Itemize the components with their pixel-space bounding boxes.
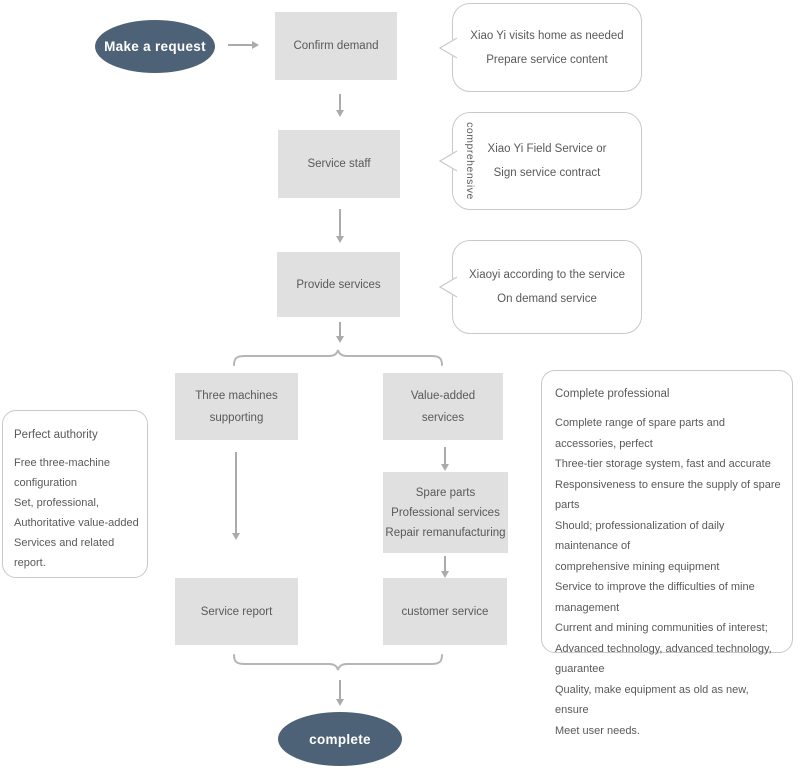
note-title: Complete professional [555,388,670,400]
process-box-three-machines: Three machines supporting [175,373,298,440]
arrow-down-icon [339,209,341,236]
arrow-down-icon [235,452,237,533]
callout-line: Sign service contract [493,167,601,179]
process-box-line: Value-added [410,389,476,402]
process-box-line: services [421,411,465,424]
process-box-line: Repair remanufacturing [385,526,506,539]
end-terminal-label: complete [309,731,371,747]
merge-brace-icon [233,654,443,671]
note-line: comprehensive mining equipment [555,560,720,573]
arrow-down-icon [339,322,341,336]
note-line: Advanced technology, advanced technology… [555,642,772,676]
process-box-line: supporting [209,411,264,424]
note-line: Current and mining communities of intere… [555,622,768,634]
process-box-line: Three machines [195,389,278,402]
process-box-service-report: Service report [175,578,298,645]
note-line: Free three-machine configuration [14,457,110,489]
note-line: Service to improve the difficulties of m… [555,581,755,614]
note-complete-professional: Complete professional Complete range of … [541,370,793,737]
process-box-line: Spare parts [415,486,476,499]
arrow-down-icon [339,680,341,699]
callout-confirm-demand: Xiao Yi visits home as needed Prepare se… [438,3,642,92]
note-line: Set, professional, [14,497,99,509]
arrow-down-icon [444,447,446,464]
note-line: Three-tier storage system, fast and accu… [555,458,771,470]
process-box-label: Service report [200,605,273,618]
note-line: Quality, make equipment as old as new, e… [555,683,749,717]
note-body: Free three-machine configuration Set, pr… [14,453,139,573]
split-brace-icon [233,349,443,366]
note-perfect-authority: Perfect authority Free three-machine con… [2,410,148,578]
callout-pointer-icon [438,150,458,172]
arrow-right-icon [228,44,252,46]
callout-line: Xiao Yi Field Service or [487,143,607,155]
callout-line: Xiao Yi visits home as needed [470,29,624,42]
process-box-provide-services: Provide services [277,252,400,317]
note-body: Complete range of spare parts and access… [555,413,782,741]
end-terminal: complete [278,712,402,766]
callout-service-staff: comprehensive Xiao Yi Field Service or S… [438,112,642,210]
process-box-label: Provide services [296,278,381,291]
process-box-customer-service: customer service [383,578,507,645]
process-box-line: Professional services [391,506,500,519]
note-line: report. [14,557,46,569]
note-line: Authoritative value-added [14,517,139,529]
note-title: Perfect authority [14,429,98,441]
start-terminal: Make a request [95,20,215,73]
note-line: Complete range of spare parts and access… [555,417,725,450]
process-box-service-staff: Service staff [278,130,400,198]
arrow-down-icon [444,556,446,571]
callout-line: Prepare service content [486,53,608,66]
callout-provide-services: Xiaoyi according to the service On deman… [438,240,642,334]
callout-line: On demand service [497,293,597,305]
callout-side-label: comprehensive [464,122,476,200]
process-box-spare-parts: Spare parts Professional services Repair… [383,472,508,553]
note-line: Meet user needs. [555,724,640,737]
note-line: Should; professionalization of daily mai… [555,519,725,553]
process-box-label: Service staff [307,158,371,170]
callout-pointer-icon [438,36,458,59]
note-line: Services and related [14,537,115,549]
start-terminal-label: Make a request [104,39,206,54]
process-box-label: Confirm demand [293,40,379,52]
process-box-value-added: Value-added services [383,373,503,440]
callout-line: Xiaoyi according to the service [469,269,625,281]
note-line: Responsiveness to ensure the supply of s… [555,478,781,512]
process-box-label: customer service [401,605,489,618]
callout-pointer-icon [438,276,458,298]
process-box-confirm-demand: Confirm demand [275,12,397,80]
arrow-down-icon [339,94,341,110]
